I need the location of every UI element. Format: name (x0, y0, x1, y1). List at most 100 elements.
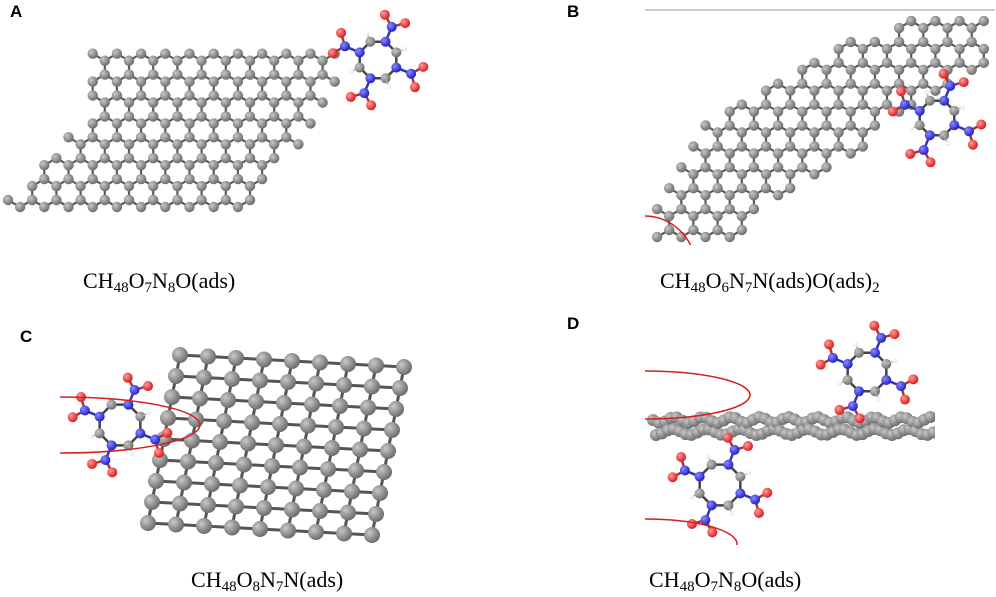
carbon-atom (269, 111, 280, 122)
oxygen-atom (967, 139, 978, 150)
carbon-atom (184, 90, 195, 101)
carbon-atom (160, 118, 171, 129)
carbon-atom (232, 477, 248, 494)
carbon-atom (317, 69, 328, 80)
carbon-atom (87, 48, 98, 59)
carbon-atom (930, 43, 941, 55)
carbon-atom (220, 139, 231, 150)
nitrogen-atom (380, 36, 391, 47)
carbon-atom (172, 111, 183, 122)
carbon-atom (857, 99, 868, 110)
hydrogen-atom (402, 46, 408, 52)
carbon-atom (869, 120, 881, 131)
carbon-atom (75, 153, 86, 164)
carbon-atom (51, 153, 62, 164)
carbon-atom (748, 162, 760, 173)
nitrogen-atom (876, 332, 887, 343)
carbon-atom (772, 120, 784, 131)
carbon-atom (760, 141, 772, 152)
carbon-atom (881, 57, 893, 68)
oxygen-atom (976, 119, 987, 130)
carbon-atom (845, 36, 856, 48)
highlight-circle (645, 518, 738, 545)
oxygen-atom (162, 427, 173, 438)
carbon-atom (316, 482, 332, 498)
carbon-atom (293, 55, 304, 66)
carbon-atom (676, 203, 687, 215)
oxygen-atom (345, 91, 356, 102)
panel-label-a: A (10, 2, 23, 21)
carbon-atom (833, 99, 844, 110)
carbon-atom (304, 396, 320, 413)
carbon-atom (700, 203, 711, 215)
carbon-atom (724, 203, 735, 215)
carbon-atom (87, 90, 98, 101)
carbon-atom (942, 22, 953, 34)
carbon-atom (220, 180, 231, 192)
carbon-atom (99, 180, 111, 192)
carbon-atom (317, 97, 328, 108)
carbon-atom (881, 99, 893, 110)
carbon-atom (168, 516, 184, 533)
carbon-atom (123, 139, 135, 150)
carbon-atom (111, 76, 123, 87)
carbon-atom (196, 518, 212, 534)
carbon-atom (123, 180, 135, 192)
carbon-atom (857, 85, 868, 96)
carbon-atom (724, 148, 735, 159)
carbon-atom (172, 97, 183, 108)
carbon-atom (978, 57, 989, 68)
hydrogen-atom (386, 84, 392, 90)
oxygen-atom (327, 48, 338, 59)
carbon-atom (184, 48, 195, 59)
oxygen-atom (409, 82, 420, 93)
carbon-atom (893, 22, 905, 34)
carbon-atom (305, 48, 316, 59)
oxygen-atom (418, 61, 429, 72)
carbon-atom (252, 372, 268, 389)
carbon-atom (160, 160, 171, 171)
carbon-atom (232, 90, 244, 101)
carbon-atom (368, 357, 384, 374)
formula: CH48O8N7N(ads) (191, 567, 344, 595)
carbon-atom (664, 210, 675, 222)
carbon-atom (918, 78, 929, 89)
carbon-atom (135, 118, 147, 129)
carbon-atom (308, 524, 324, 540)
carbon-atom (785, 183, 796, 194)
carbon-atom (748, 203, 760, 215)
graphene-sheet-image-b (645, 9, 995, 245)
oxygen-atom (686, 518, 697, 529)
nitrogen-atom (964, 126, 975, 137)
nitrogen-atom (406, 68, 417, 79)
graphene-sheet-image-c (60, 347, 412, 543)
carbon-atom (196, 139, 207, 150)
oxygen-atom (824, 339, 835, 350)
carbon-atom (220, 392, 236, 408)
nitrogen-atom (945, 80, 956, 91)
nitrogen-atom (129, 384, 140, 395)
carbon-atom (99, 111, 111, 122)
carbon-atom (300, 417, 316, 434)
carbon-atom (160, 201, 171, 213)
carbon-atom (220, 111, 231, 122)
carbon-atom (906, 15, 917, 27)
carbon-atom (111, 90, 123, 101)
carbon-atom (785, 99, 796, 110)
hydrogen-atom (688, 494, 694, 500)
oxygen-atom (938, 68, 949, 79)
carbon-atom (736, 141, 747, 152)
carbon-atom (736, 210, 747, 222)
carbon-atom (918, 64, 929, 76)
carbon-atom (232, 48, 244, 59)
carbon-atom (724, 190, 735, 201)
carbon-atom (312, 503, 328, 519)
hydrogen-atom (129, 451, 135, 457)
carbon-atom (688, 210, 699, 222)
carbon-atom (372, 485, 388, 501)
carbon-atom (809, 127, 820, 138)
carbon-atom (220, 69, 231, 80)
carbon-atom (664, 183, 675, 194)
carbon-atom (785, 85, 796, 96)
carbon-atom (821, 148, 832, 159)
